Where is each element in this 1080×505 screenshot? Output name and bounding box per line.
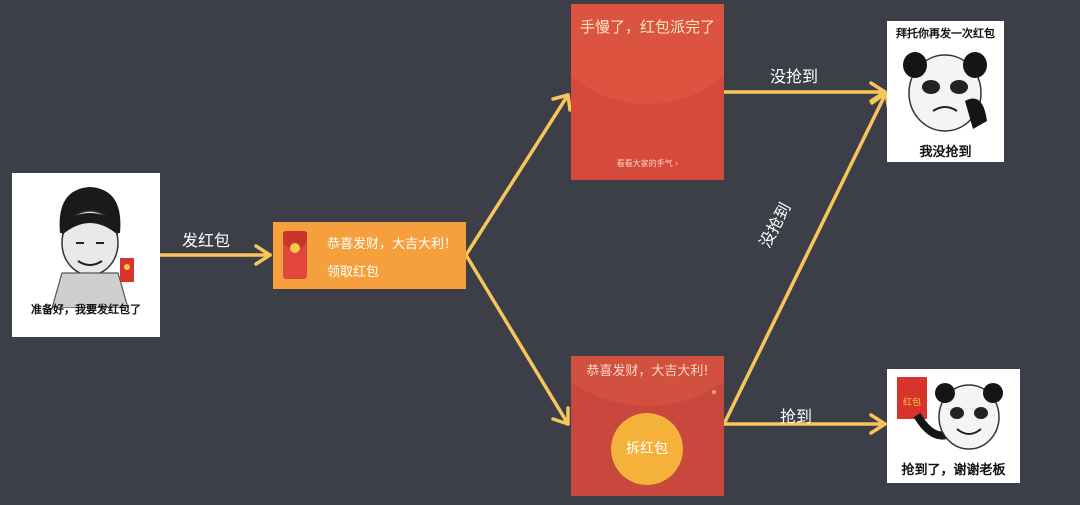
- see-others-luck-link[interactable]: 看看大家的手气 ›: [571, 158, 724, 169]
- open-title: 恭喜发财，大吉大利!: [586, 364, 709, 379]
- arrow-got-head: [869, 413, 887, 435]
- red-packet-card[interactable]: 恭喜发财，大吉大利！ 领取红包: [273, 222, 466, 289]
- missed-top-caption: 拜托你再发一次红包: [896, 27, 995, 40]
- arrow-to-miss: [464, 93, 570, 257]
- missed-packet-screen: 手慢了，红包派完了 看看大家的手气 ›: [571, 4, 724, 180]
- panda-holding-packet-illustration: 红包: [897, 377, 1003, 450]
- sender-face-illustration: [51, 187, 134, 309]
- arrow-miss-diag: [722, 91, 888, 426]
- open-packet-screen: 恭喜发财，大吉大利! 拆红包: [571, 356, 724, 496]
- edge-label-send: 发红包: [182, 231, 231, 250]
- arrow-to-miss-head: [551, 93, 572, 112]
- sender-caption: 准备好，我要发红包了: [31, 303, 141, 316]
- meme-packet-text: 红包: [903, 396, 921, 408]
- edge-label-miss-top: 没抢到: [770, 67, 819, 86]
- open-packet-button[interactable]: 拆红包: [611, 413, 683, 485]
- miss-title: 手慢了，红包派完了: [579, 18, 715, 36]
- arrow-to-open-head: [551, 406, 570, 426]
- arrow-to-open: [464, 253, 570, 426]
- got-meme: 红包 抢到了，谢谢老板: [887, 369, 1020, 483]
- missed-meme: 拜托你再发一次红包 我没抢到: [887, 21, 1004, 162]
- packet-action: 领取红包: [327, 265, 380, 280]
- edge-label-got: 抢到: [780, 407, 813, 426]
- packet-title: 恭喜发财，大吉大利！: [327, 237, 458, 252]
- arrow-send-head: [254, 244, 272, 266]
- sender-meme: 准备好，我要发红包了: [12, 173, 160, 337]
- chevron-right-icon: ›: [675, 159, 679, 168]
- got-caption: 抢到了，谢谢老板: [901, 463, 1006, 478]
- indicator-dot: [712, 390, 716, 394]
- see-others-luck-label: 看看大家的手气: [616, 159, 673, 168]
- missed-bottom-caption: 我没抢到: [919, 145, 972, 160]
- panda-crying-illustration: [903, 52, 987, 132]
- red-envelope-icon: [283, 231, 307, 279]
